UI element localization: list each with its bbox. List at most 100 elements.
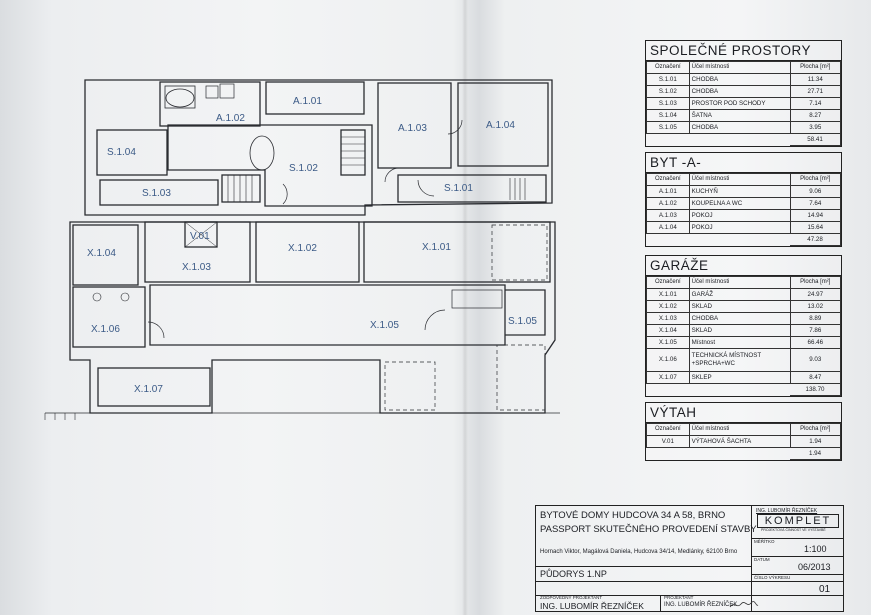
table-cell: 8.89 xyxy=(789,312,842,325)
table-cell: X.1.01 xyxy=(646,288,690,301)
table-cell: S.1.04 xyxy=(646,109,690,122)
table-cell: X.1.02 xyxy=(646,300,690,313)
table-title: BYT -A- xyxy=(646,153,841,173)
table-cell: 7.14 xyxy=(789,97,842,110)
table-cell: CHODBA xyxy=(688,73,791,86)
table-cell: 66.46 xyxy=(789,336,842,349)
table-cell: SKLEP xyxy=(688,371,791,384)
date-value: 06/2013 xyxy=(798,562,831,572)
table-cell: POKOJ xyxy=(688,221,791,234)
scale-label: MĚŘÍTKO xyxy=(754,539,775,544)
designer-label: PROJEKTANT xyxy=(664,595,694,600)
table-cell: KOUPELNA A WC xyxy=(688,197,791,210)
table-cell: KUCHYŇ xyxy=(688,185,791,198)
column-header: Účel místnosti xyxy=(688,61,791,74)
logo-subtitle: PROJEKTOVÁ ČINNOST VE VÝSTAVBĚ xyxy=(761,528,826,532)
room-label: X.1.07 xyxy=(134,384,163,395)
room-label: S.1.03 xyxy=(142,188,171,199)
table-cell: A.1.01 xyxy=(646,185,690,198)
table-cell: SKLAD xyxy=(688,300,791,313)
room-S101 xyxy=(397,174,547,203)
room-label: A.1.01 xyxy=(293,96,322,107)
table-cell: POKOJ xyxy=(688,209,791,222)
table-cell: TECHNICKÁ MÍSTNOST +SPRCHA+WC xyxy=(688,348,791,372)
room-label: A.1.04 xyxy=(486,120,515,131)
table-title: VÝTAH xyxy=(646,403,841,423)
room-X101 xyxy=(363,221,551,283)
table-cell: 27.71 xyxy=(789,85,842,98)
room-label: V.01 xyxy=(190,231,210,242)
table-cell: X.1.04 xyxy=(646,324,690,337)
table-cell: 1.94 xyxy=(789,435,842,448)
table-cell: S.1.03 xyxy=(646,97,690,110)
column-header: Účel místnosti xyxy=(688,173,791,186)
project-subtitle: PASSPORT SKUTEČNÉHO PROVEDENÍ STAVBY xyxy=(540,524,757,535)
table-cell: Místnost xyxy=(688,336,791,349)
table-cell: X.1.07 xyxy=(646,371,690,384)
table-cell: VÝTAHOVÁ ŠACHTA xyxy=(688,435,791,448)
table-cell: 14.94 xyxy=(789,209,842,222)
scale-value: 1:100 xyxy=(804,544,827,554)
room-label: X.1.01 xyxy=(422,242,451,253)
table-cell: ŠATNA xyxy=(688,109,791,122)
table-cell: CHODBA xyxy=(688,312,791,325)
owners: Hornach Viktor, Magálová Daniela, Hudcov… xyxy=(540,549,738,555)
room-A103 xyxy=(377,82,452,169)
logo-caption: ING. LUBOMÍR ŘEZNÍČEK xyxy=(756,508,818,514)
table-cell: 15.64 xyxy=(789,221,842,234)
paper-fold xyxy=(462,0,468,615)
table-cell: X.1.06 xyxy=(646,348,690,372)
column-header: Označení xyxy=(646,276,690,289)
date-label: DATUM xyxy=(754,557,770,562)
sheet-number: 01 xyxy=(819,584,831,595)
upper-building-outline xyxy=(84,79,553,216)
table-title: GARÁŽE xyxy=(646,256,841,276)
sheet-label: ČÍSLO VÝKRESU xyxy=(754,575,791,580)
room-label: X.1.06 xyxy=(91,324,120,335)
room-X107 xyxy=(97,367,211,407)
room-label: A.1.02 xyxy=(216,113,245,124)
table-cell: 9.06 xyxy=(789,185,842,198)
table-cell: 9.03 xyxy=(789,348,842,372)
room-A102 xyxy=(159,81,261,127)
column-header: Plocha [m²] xyxy=(789,61,842,74)
room-A101 xyxy=(265,81,365,115)
table-cell: S.1.02 xyxy=(646,85,690,98)
room-label: X.1.02 xyxy=(288,243,317,254)
designer-name: ING. LUBOMÍR ŘEZNÍČEK xyxy=(664,602,738,608)
table-cell: CHODBA xyxy=(688,121,791,134)
table-cell: 8.27 xyxy=(789,109,842,122)
column-header: Plocha [m²] xyxy=(789,276,842,289)
responsible-label: ZODPOVĚDNÝ PROJEKTANT xyxy=(540,595,603,600)
company-logo: KOMPLET xyxy=(757,514,839,528)
table-total: 47.28 xyxy=(790,233,842,246)
table-cell: S.1.05 xyxy=(646,121,690,134)
table-cell: PROSTOR POD SCHODY xyxy=(688,97,791,110)
column-header: Označení xyxy=(646,61,690,74)
table-cell: 11.34 xyxy=(789,73,842,86)
table-cell: 24.97 xyxy=(789,288,842,301)
table-cell: A.1.03 xyxy=(646,209,690,222)
table-cell: SKLAD xyxy=(688,324,791,337)
table-cell: X.1.03 xyxy=(646,312,690,325)
column-header: Označení xyxy=(646,423,690,436)
